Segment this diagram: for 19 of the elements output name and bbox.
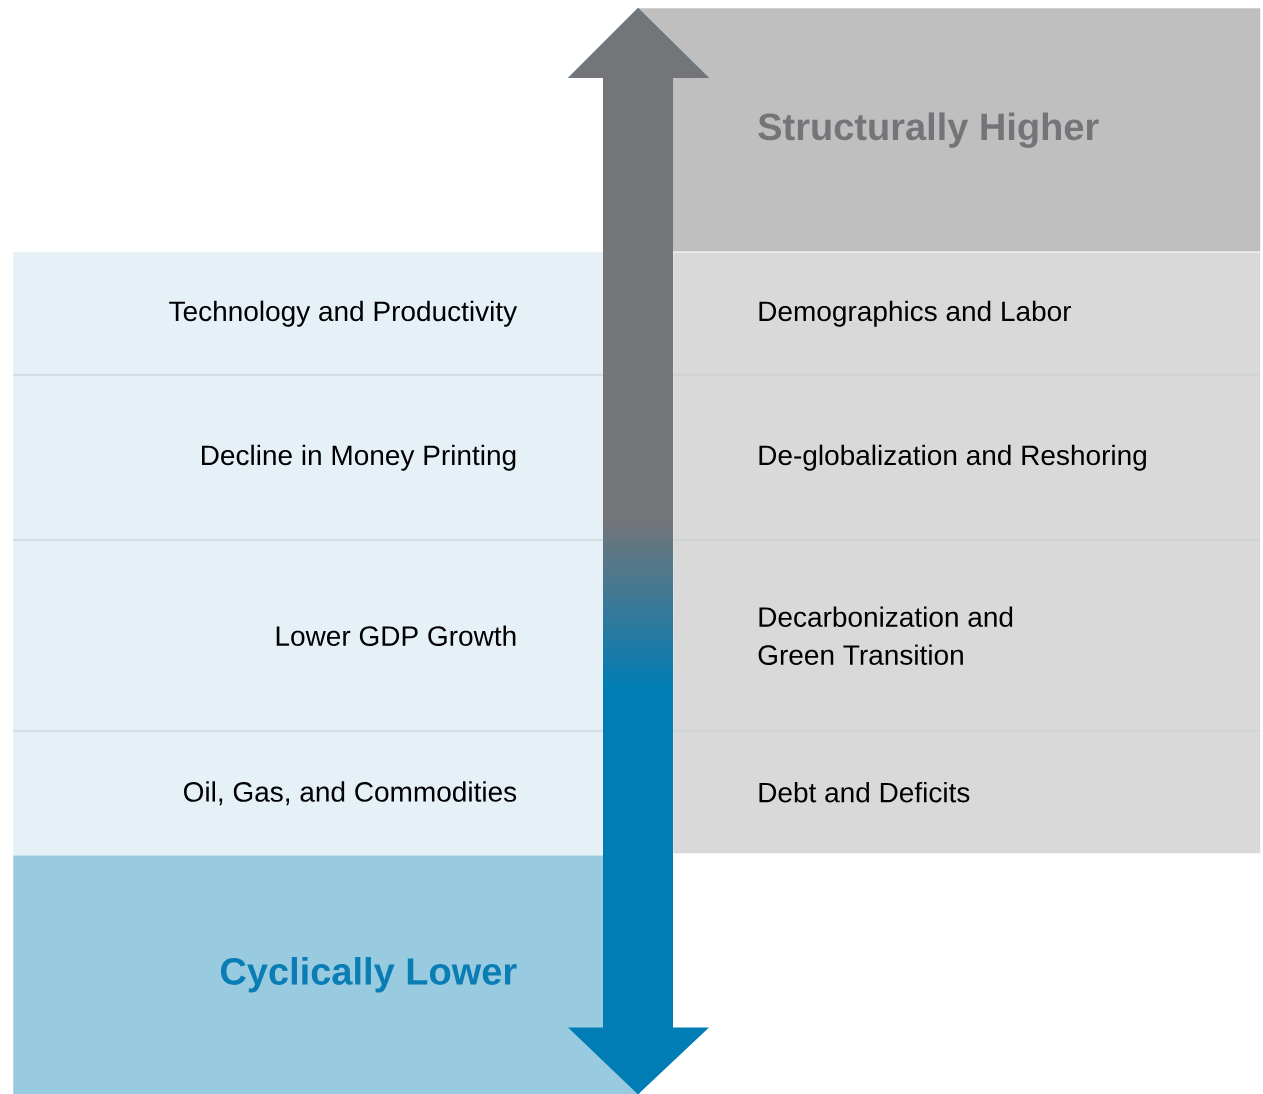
factor-band: De-globalization and Reshoring <box>673 375 1261 541</box>
factor-band: Oil, Gas, and Commodities <box>13 731 604 856</box>
factor-band: Decline in Money Printing <box>13 375 604 541</box>
node-label: De-globalization and Reshoring <box>759 444 1146 471</box>
factor-band: Debt and Deficits <box>673 731 1261 854</box>
factor-band: Technology and Productivity <box>13 252 604 376</box>
node-label: Technology and Productivity <box>169 300 518 327</box>
node-label: Decline in Money Printing <box>202 444 516 471</box>
node-label: Debt and Deficits <box>759 781 970 803</box>
node-label: Lower GDP Growth <box>276 625 516 646</box>
node-label: Oil, Gas, and Commodities <box>183 781 517 806</box>
heading-band: Cyclically Lower <box>13 855 641 1094</box>
factor-band: Lower GDP Growth <box>13 540 604 732</box>
node-label: Demographics and Labor <box>759 300 1072 327</box>
node-label: Decarbonization and Green Transition <box>758 606 1013 665</box>
heading-band: Structurally Higher <box>638 8 1261 253</box>
factor-band: Demographics and Labor <box>673 252 1261 376</box>
double-arrow <box>568 8 709 1094</box>
factor-band: Decarbonization and Green Transition <box>673 540 1261 732</box>
